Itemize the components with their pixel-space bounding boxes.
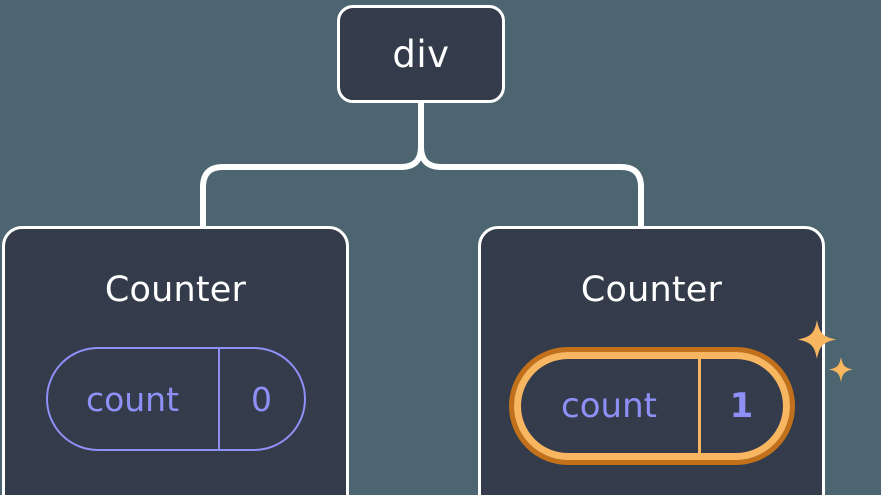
sparkle-small-icon [829,357,853,382]
counter-right-state-wrap: count 1 [481,347,822,465]
counter-left-title: Counter [104,270,247,310]
edge-to-left-counter [200,100,424,231]
state-pill-inner-ring-right: count 1 [513,352,790,460]
state-pill-count-right[interactable]: count 1 [508,347,795,465]
edge-to-right-counter [418,100,644,231]
node-counter-right[interactable]: Counter count 1 [478,226,825,495]
node-div[interactable]: div [337,5,505,103]
state-key-label-right: count [561,386,657,426]
node-div-label: div [392,32,450,76]
state-key-cell-left: count [48,349,220,449]
state-key-label-left: count [85,379,180,419]
counter-right-title: Counter [580,270,723,310]
state-value-cell-right: 1 [701,359,783,453]
counter-left-state-wrap: count 0 [5,347,346,451]
state-pill-count-left[interactable]: count 0 [45,347,306,451]
node-counter-left[interactable]: Counter count 0 [2,226,349,495]
state-value-cell-left: 0 [220,349,304,449]
state-value-label-left: 0 [251,379,272,419]
state-value-label-right: 1 [729,386,754,426]
state-key-cell-right: count [521,359,701,453]
